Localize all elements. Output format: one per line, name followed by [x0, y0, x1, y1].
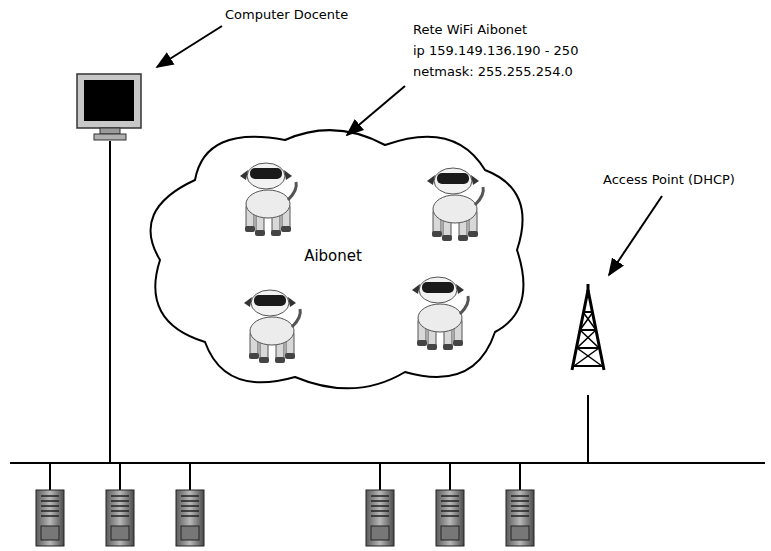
robot-dog	[240, 163, 296, 236]
server-icon	[436, 463, 464, 546]
leader-arrow	[609, 196, 662, 275]
annotation-label: netmask: 255.255.254.0	[413, 64, 573, 80]
server-icon	[106, 463, 134, 546]
annotation-label: Rete WiFi Aibonet	[413, 22, 527, 38]
leader-arrow	[347, 86, 405, 135]
antenna-tower	[572, 284, 604, 370]
monitor-icon	[77, 74, 141, 140]
annotation-label: Access Point (DHCP)	[603, 172, 735, 188]
annotation-label: Computer Docente	[225, 7, 348, 23]
robot-dog	[427, 168, 483, 241]
ap-cable	[587, 395, 589, 463]
monitor-cable	[109, 141, 111, 463]
leader-arrow	[157, 26, 222, 67]
robot-dog	[244, 290, 300, 363]
server-icon	[36, 463, 64, 546]
robot-dog	[412, 277, 468, 350]
server-icon	[506, 463, 534, 546]
server-icon	[366, 463, 394, 546]
server-icon	[176, 463, 204, 546]
annotation-label: ip 159.149.136.190 - 250	[413, 43, 578, 59]
network-name: Aibonet	[304, 247, 362, 265]
cloud-network: Aibonet	[135, 120, 533, 400]
network-bus	[10, 462, 765, 464]
